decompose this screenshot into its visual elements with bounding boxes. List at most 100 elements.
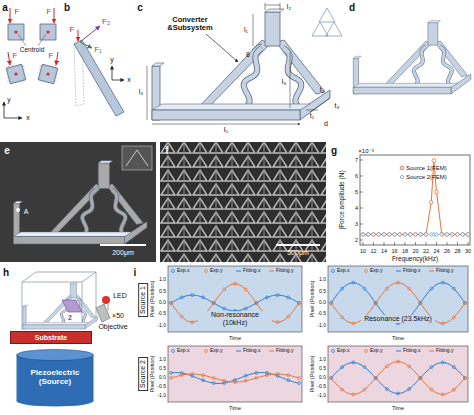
annotation-label: l₅ [224,126,228,134]
annotation-label: d [324,120,328,128]
data-marker [212,302,215,305]
data-marker [464,302,467,305]
data-marker [361,232,365,236]
sem-lattice [160,142,326,262]
illustration-shape [38,34,46,46]
axis-tick: 24 [433,248,439,254]
fitting-curve [331,283,465,324]
axis-label: Time [392,335,404,341]
tick-mark [436,242,437,245]
illustration-shape [290,52,291,108]
tick-mark [426,242,427,245]
data-marker [330,302,333,305]
data-marker [212,382,215,385]
illustration-shape [280,3,281,10]
axis-tick: 28 [454,248,460,254]
illustration-shape [252,44,262,50]
axis-tick: 1.0 [159,357,166,363]
axis-tick: 30 [465,248,471,254]
data-marker [385,287,388,290]
axis-tick: 0.5 [159,289,166,295]
time-plot [168,266,302,332]
annotation-label: l₃ [282,78,286,86]
panel-a-sketch [4,8,58,118]
plot-panel [168,346,302,402]
axis-tick: 0.5 [319,366,326,372]
data-marker [212,302,215,305]
data-marker [408,287,411,290]
axis-tick: 16 [391,248,397,254]
fitting-curve [331,362,465,395]
illustration-shape [18,34,26,46]
tick-mark [360,224,363,225]
illustration-shape [14,30,17,33]
axis-tick: 1.0 [319,357,326,363]
data-marker [414,233,418,237]
annotation-label: F [13,52,18,61]
annotation-label: l₂ [287,3,291,11]
data-marker [374,302,377,305]
data-marker [430,366,433,369]
legend-entry: Exp.x [337,348,350,354]
data-marker [255,371,258,374]
axis-tick: 3 [355,221,358,227]
data-marker [191,294,194,297]
legend-entry: Exp.x [337,268,350,274]
fitting-curve [331,283,465,324]
panel-letter: f [165,145,168,156]
annotation-label: Converter &Subsystem [159,16,221,33]
time-plot [328,346,468,402]
annotation-label: l₁ [244,26,248,34]
data-marker [445,233,449,237]
illustration-shape [206,34,238,62]
annotation-label: t₃ [335,102,340,110]
data-marker [440,232,444,236]
illustration-shape [38,64,58,84]
illustration-shape [80,26,100,42]
annotation-label: θ [246,51,250,59]
data-marker [276,372,279,375]
piezo-cylinder: Piezoelectric (Source) [16,349,94,407]
annotation-label: 200μm [112,249,134,257]
data-marker [419,377,422,380]
annotation-label: Source 1 [138,283,148,317]
annotation-label: t₂ [320,86,325,94]
data-marker [452,388,455,391]
data-marker [374,377,377,380]
illustration-shape [112,80,124,81]
legend-entry: Fitting.y [276,268,294,274]
data-marker [212,377,215,380]
legend-marker [400,166,404,170]
data-marker [452,287,455,290]
data-marker [408,365,411,368]
annotation-label: l₄ [139,88,143,96]
data-marker [419,377,422,380]
legend-entry: Exp.y [370,348,383,354]
illustration-shape [102,296,110,304]
illustration-shape [56,52,58,65]
legend-entry: Source 2(FEM) [406,174,447,181]
legend-marker [205,350,208,353]
axis-tick: 6 [355,173,358,179]
data-marker [430,388,433,391]
axis-tick: 22 [423,248,429,254]
legend-marker [396,271,401,272]
data-marker [464,377,467,380]
data-marker [452,316,455,319]
time-plot [328,266,468,332]
data-marker [461,232,465,236]
tick-mark [360,192,363,193]
data-marker [445,232,449,236]
data-marker [430,287,433,290]
axis-label: Time [392,405,404,411]
illustration-shape [310,98,330,112]
cylinder-body [17,355,94,401]
data-marker [191,321,194,324]
panel-b-sketch [74,26,124,116]
node-label: Substrate [35,334,67,342]
cylinder-top [17,350,94,361]
data-marker [464,302,467,305]
illustration-shape [40,24,56,40]
data-marker [408,233,412,237]
data-marker [266,296,269,299]
